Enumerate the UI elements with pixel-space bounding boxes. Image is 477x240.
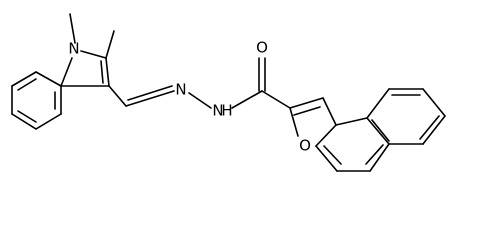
bond <box>105 57 110 87</box>
bond <box>315 124 337 147</box>
hydrazone-linker <box>108 57 291 109</box>
bond <box>366 117 390 145</box>
double-bond-inner <box>100 60 104 84</box>
bond <box>315 145 338 172</box>
bond <box>108 85 127 107</box>
bond <box>11 113 37 130</box>
double-bond-inner <box>419 115 440 140</box>
c-methyl-bond <box>105 30 115 59</box>
bond <box>261 90 291 109</box>
double-bond-inner <box>17 78 37 91</box>
bond <box>422 88 446 117</box>
n-methyl-bond <box>69 13 76 44</box>
double-bond-inner <box>323 145 342 165</box>
bond <box>231 90 263 109</box>
atom-labels: N N N H O O <box>68 39 311 155</box>
indole-nitrogen-label: N <box>68 40 79 58</box>
carbonyl-oxygen-label: O <box>256 39 268 57</box>
structure-canvas: N N N H O O <box>11 13 446 172</box>
double-bond-inner <box>365 144 384 165</box>
hydrazone-nitrogen-label: N <box>175 81 186 99</box>
amide-hydrogen-label: H <box>221 102 232 120</box>
molecule-diagram: N N N H O O <box>11 13 446 172</box>
bond <box>125 90 175 107</box>
bond <box>369 143 390 172</box>
bond <box>80 50 107 59</box>
double-bond-inner <box>371 119 390 142</box>
bond <box>289 97 324 109</box>
double-bond-inner <box>17 110 37 123</box>
bond <box>35 113 62 130</box>
furan-ring <box>289 97 337 147</box>
double-bond-inner <box>293 106 321 116</box>
bond <box>422 115 446 145</box>
double-bond <box>127 85 173 101</box>
bond <box>60 57 73 87</box>
bond <box>188 92 212 109</box>
indole-pyrrole-ring <box>60 13 115 87</box>
bond <box>322 97 337 126</box>
bond <box>366 88 390 119</box>
furan-oxygen-label: O <box>299 137 311 155</box>
amide-nitrogen-label: N <box>212 102 223 120</box>
naphthalene-system <box>315 88 446 172</box>
bond <box>11 71 37 87</box>
indole-benzene-ring <box>11 71 62 130</box>
bond <box>335 117 368 126</box>
bond <box>35 71 62 87</box>
bond <box>289 107 299 137</box>
